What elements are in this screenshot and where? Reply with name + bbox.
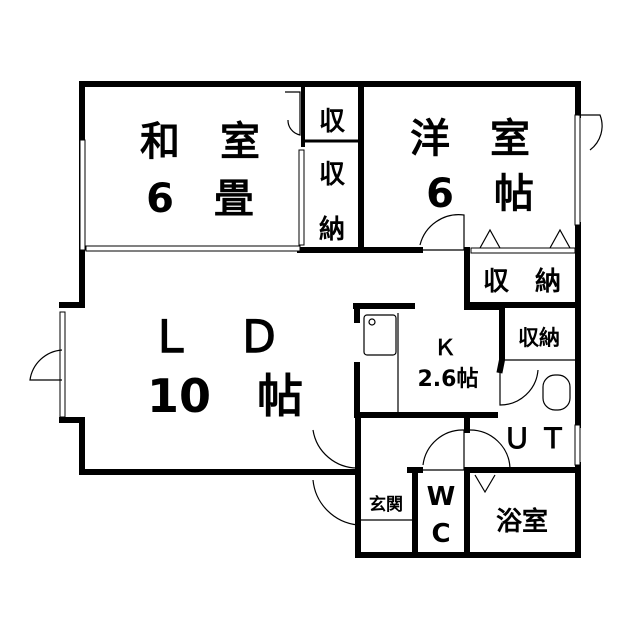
closet-small-label: 収 <box>319 107 346 137</box>
window-washitsu <box>79 139 86 251</box>
window-youshitsu <box>574 114 581 226</box>
sink <box>363 314 397 356</box>
bath-door[interactable] <box>474 474 496 494</box>
ld-size: 10 帖 <box>147 369 303 423</box>
wc-label-2: C <box>431 519 450 549</box>
door-k-ut[interactable] <box>499 369 539 406</box>
window-ld <box>59 311 66 418</box>
youshitsu-name: 洋 室 <box>410 116 530 162</box>
entrance-label: 玄関 <box>369 494 403 515</box>
closet-door-small[interactable] <box>285 91 301 136</box>
washitsu-name: 和 室 <box>140 119 260 165</box>
door-balcony[interactable] <box>578 114 603 151</box>
window-ut <box>574 424 581 466</box>
youshitsu-size: 6 帖 <box>426 171 534 217</box>
utility-label: ＵＴ <box>503 422 575 455</box>
sink-drain-icon <box>368 318 376 326</box>
closet-doors[interactable] <box>479 228 571 249</box>
door-ut[interactable] <box>469 429 511 469</box>
doors <box>29 91 603 526</box>
ld-name: Ｌ Ｄ <box>149 312 281 363</box>
door-ld-exterior[interactable] <box>29 349 63 381</box>
sliding-door-washitsu[interactable] <box>85 245 301 252</box>
closet-tall-label-1: 収 <box>319 160 346 190</box>
door-entrance[interactable] <box>312 472 359 526</box>
closet-tall-label-2: 納 <box>319 214 345 245</box>
kitchen-size: 2.6帖 <box>418 367 479 392</box>
bath-label: 浴室 <box>496 506 548 537</box>
kitchen-name: Ｋ <box>434 336 456 361</box>
sliding-door-closet[interactable] <box>298 149 305 246</box>
closet-k-label: 収納 <box>518 326 560 350</box>
closet-door-track[interactable] <box>470 247 576 254</box>
closet-youshitsu-label: 収 納 <box>483 266 561 297</box>
windows <box>59 114 581 466</box>
washbasin <box>542 374 571 411</box>
walls <box>59 81 581 558</box>
door-ld-hall[interactable] <box>312 420 359 469</box>
wc-label-1: W <box>427 482 456 512</box>
door-wc[interactable] <box>422 429 465 471</box>
washitsu-size: 6 畳 <box>146 176 254 222</box>
door-youshitsu[interactable] <box>419 214 465 251</box>
